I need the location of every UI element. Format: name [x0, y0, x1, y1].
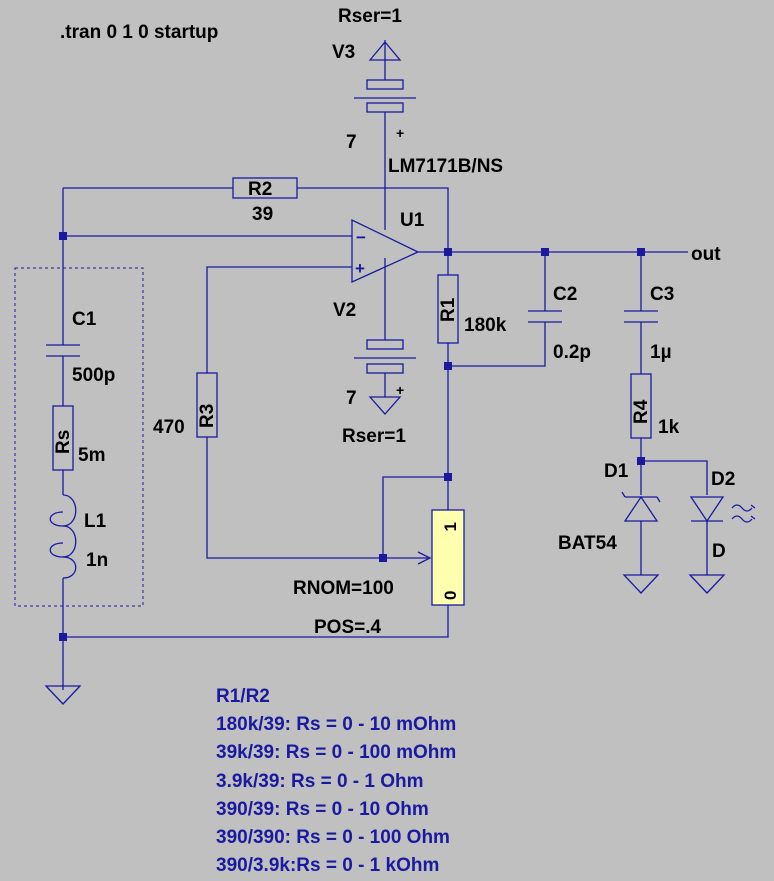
r4-value: 1k	[658, 417, 680, 438]
junction-inverting	[59, 232, 67, 240]
c2-value: 0.2p	[553, 342, 591, 363]
potentiometer-body	[431, 509, 465, 606]
c3-value: 1µ	[650, 342, 672, 363]
resistor-r2[interactable]	[232, 177, 298, 199]
junction-pot-top	[444, 473, 452, 481]
resistor-r4[interactable]	[630, 373, 652, 439]
opamp-plus: +	[355, 259, 365, 278]
d2-ref: D2	[711, 469, 735, 490]
wires	[62, 60, 708, 690]
junction-output	[444, 248, 452, 256]
note-line: 390/390: Rs = 0 - 100 Ohm	[216, 827, 450, 848]
crystal-model-box	[14, 267, 144, 607]
resistor-r1[interactable]	[437, 274, 459, 344]
capacitor-c3[interactable]	[624, 310, 658, 323]
r4-ref: R4	[631, 399, 652, 424]
opamp-triangle	[351, 218, 420, 284]
v2-supply-arrow	[368, 373, 402, 415]
note-line: 180k/39: Rs = 0 - 10 mOhm	[216, 714, 456, 735]
ground-d1	[622, 574, 660, 594]
note-line: 3.9k/39: Rs = 0 - 1 Ohm	[216, 771, 424, 792]
potentiometer-wiper-arrow	[417, 551, 432, 565]
led-emission-icon	[731, 504, 756, 523]
junction-wiper	[379, 554, 387, 562]
v3-supply-arrow	[368, 40, 402, 61]
inductor-l1[interactable]	[49, 494, 77, 579]
opamp-ref: U1	[400, 210, 425, 231]
note-line: 39k/39: Rs = 0 - 100 mOhm	[216, 742, 456, 763]
wire-noninv-input	[206, 266, 352, 373]
junction-diodes	[637, 457, 645, 465]
r1-value: 180k	[464, 315, 507, 336]
ground-main	[44, 685, 82, 705]
junction-ground	[59, 633, 67, 641]
wire-r3-to-wiper	[206, 437, 428, 559]
v3-value: 7	[346, 132, 357, 153]
resistor-r3[interactable]	[196, 372, 218, 438]
c3-ref: C3	[650, 284, 674, 305]
note-line: 390/39: Rs = 0 - 10 Ohm	[216, 799, 429, 820]
capacitor-c2[interactable]	[528, 310, 562, 323]
wire-pot-top-loop	[382, 476, 448, 558]
pot-rnom: RNOM=100	[293, 578, 394, 599]
l1-value: 1n	[86, 550, 108, 571]
ground-d2	[688, 574, 726, 594]
v2-rser: Rser=1	[342, 426, 406, 447]
junctions	[59, 232, 645, 641]
v2-ref: V2	[333, 300, 356, 321]
comment-block[interactable]: R1/R2 180k/39: Rs = 0 - 10 mOhm 39k/39: …	[216, 686, 456, 876]
l1-ref: L1	[84, 511, 107, 532]
v2-battery[interactable]	[354, 339, 416, 415]
spice-directive[interactable]: .tran 0 1 0 startup	[60, 22, 218, 43]
v2-plus-sign: +	[396, 382, 404, 398]
v3-ref: V3	[332, 42, 355, 63]
note-line: R1/R2	[216, 686, 270, 707]
c1-value: 500p	[72, 365, 115, 386]
potentiometer[interactable]: 1 0	[417, 509, 465, 606]
opamp-u1[interactable]	[351, 218, 420, 284]
wire-pot-bottom	[63, 605, 449, 638]
v3-plus-sign: +	[396, 125, 404, 141]
c1-ref: C1	[72, 309, 97, 330]
wire-r4-to-diodes	[640, 438, 708, 495]
v2-cell-top	[366, 339, 404, 350]
opamp-model: LM7171B/NS	[388, 156, 503, 177]
wire-r2-right	[297, 187, 449, 252]
d1-ref: D1	[604, 461, 629, 482]
note-line: 390/3.9k:Rs = 0 - 1 kOhm	[216, 855, 439, 876]
r2-value: 39	[252, 204, 273, 225]
r1-ref: R1	[438, 297, 459, 322]
r3-ref: R3	[197, 404, 218, 428]
d1-value: BAT54	[558, 533, 617, 554]
junction-c2	[541, 248, 549, 256]
r3-value: 470	[153, 417, 185, 438]
pot-end1-label: 1	[441, 522, 460, 531]
v3-battery[interactable]	[354, 40, 416, 113]
diode-d1[interactable]	[621, 491, 661, 575]
wire-c2	[448, 252, 546, 367]
net-label-out: out	[691, 244, 721, 265]
r2-ref: R2	[248, 179, 272, 200]
pot-pos: POS=.4	[314, 617, 381, 638]
v3-cell-bottom	[366, 102, 404, 113]
pot-end0-label: 0	[441, 591, 460, 600]
rs-value: 5m	[78, 445, 105, 466]
c2-ref: C2	[553, 284, 577, 305]
junction-r1-c2	[444, 362, 452, 370]
d2-value: D	[712, 541, 726, 562]
junction-c3	[637, 248, 645, 256]
rs-ref: Rs	[53, 430, 74, 454]
capacitor-c1[interactable]	[46, 344, 80, 495]
diode-d2[interactable]	[689, 496, 756, 575]
v2-value: 7	[346, 388, 357, 409]
v3-rser: Rser=1	[338, 6, 402, 27]
v3-cell-top	[366, 79, 404, 90]
v2-cell-bottom	[366, 363, 404, 374]
opamp-minus: −	[356, 228, 366, 247]
